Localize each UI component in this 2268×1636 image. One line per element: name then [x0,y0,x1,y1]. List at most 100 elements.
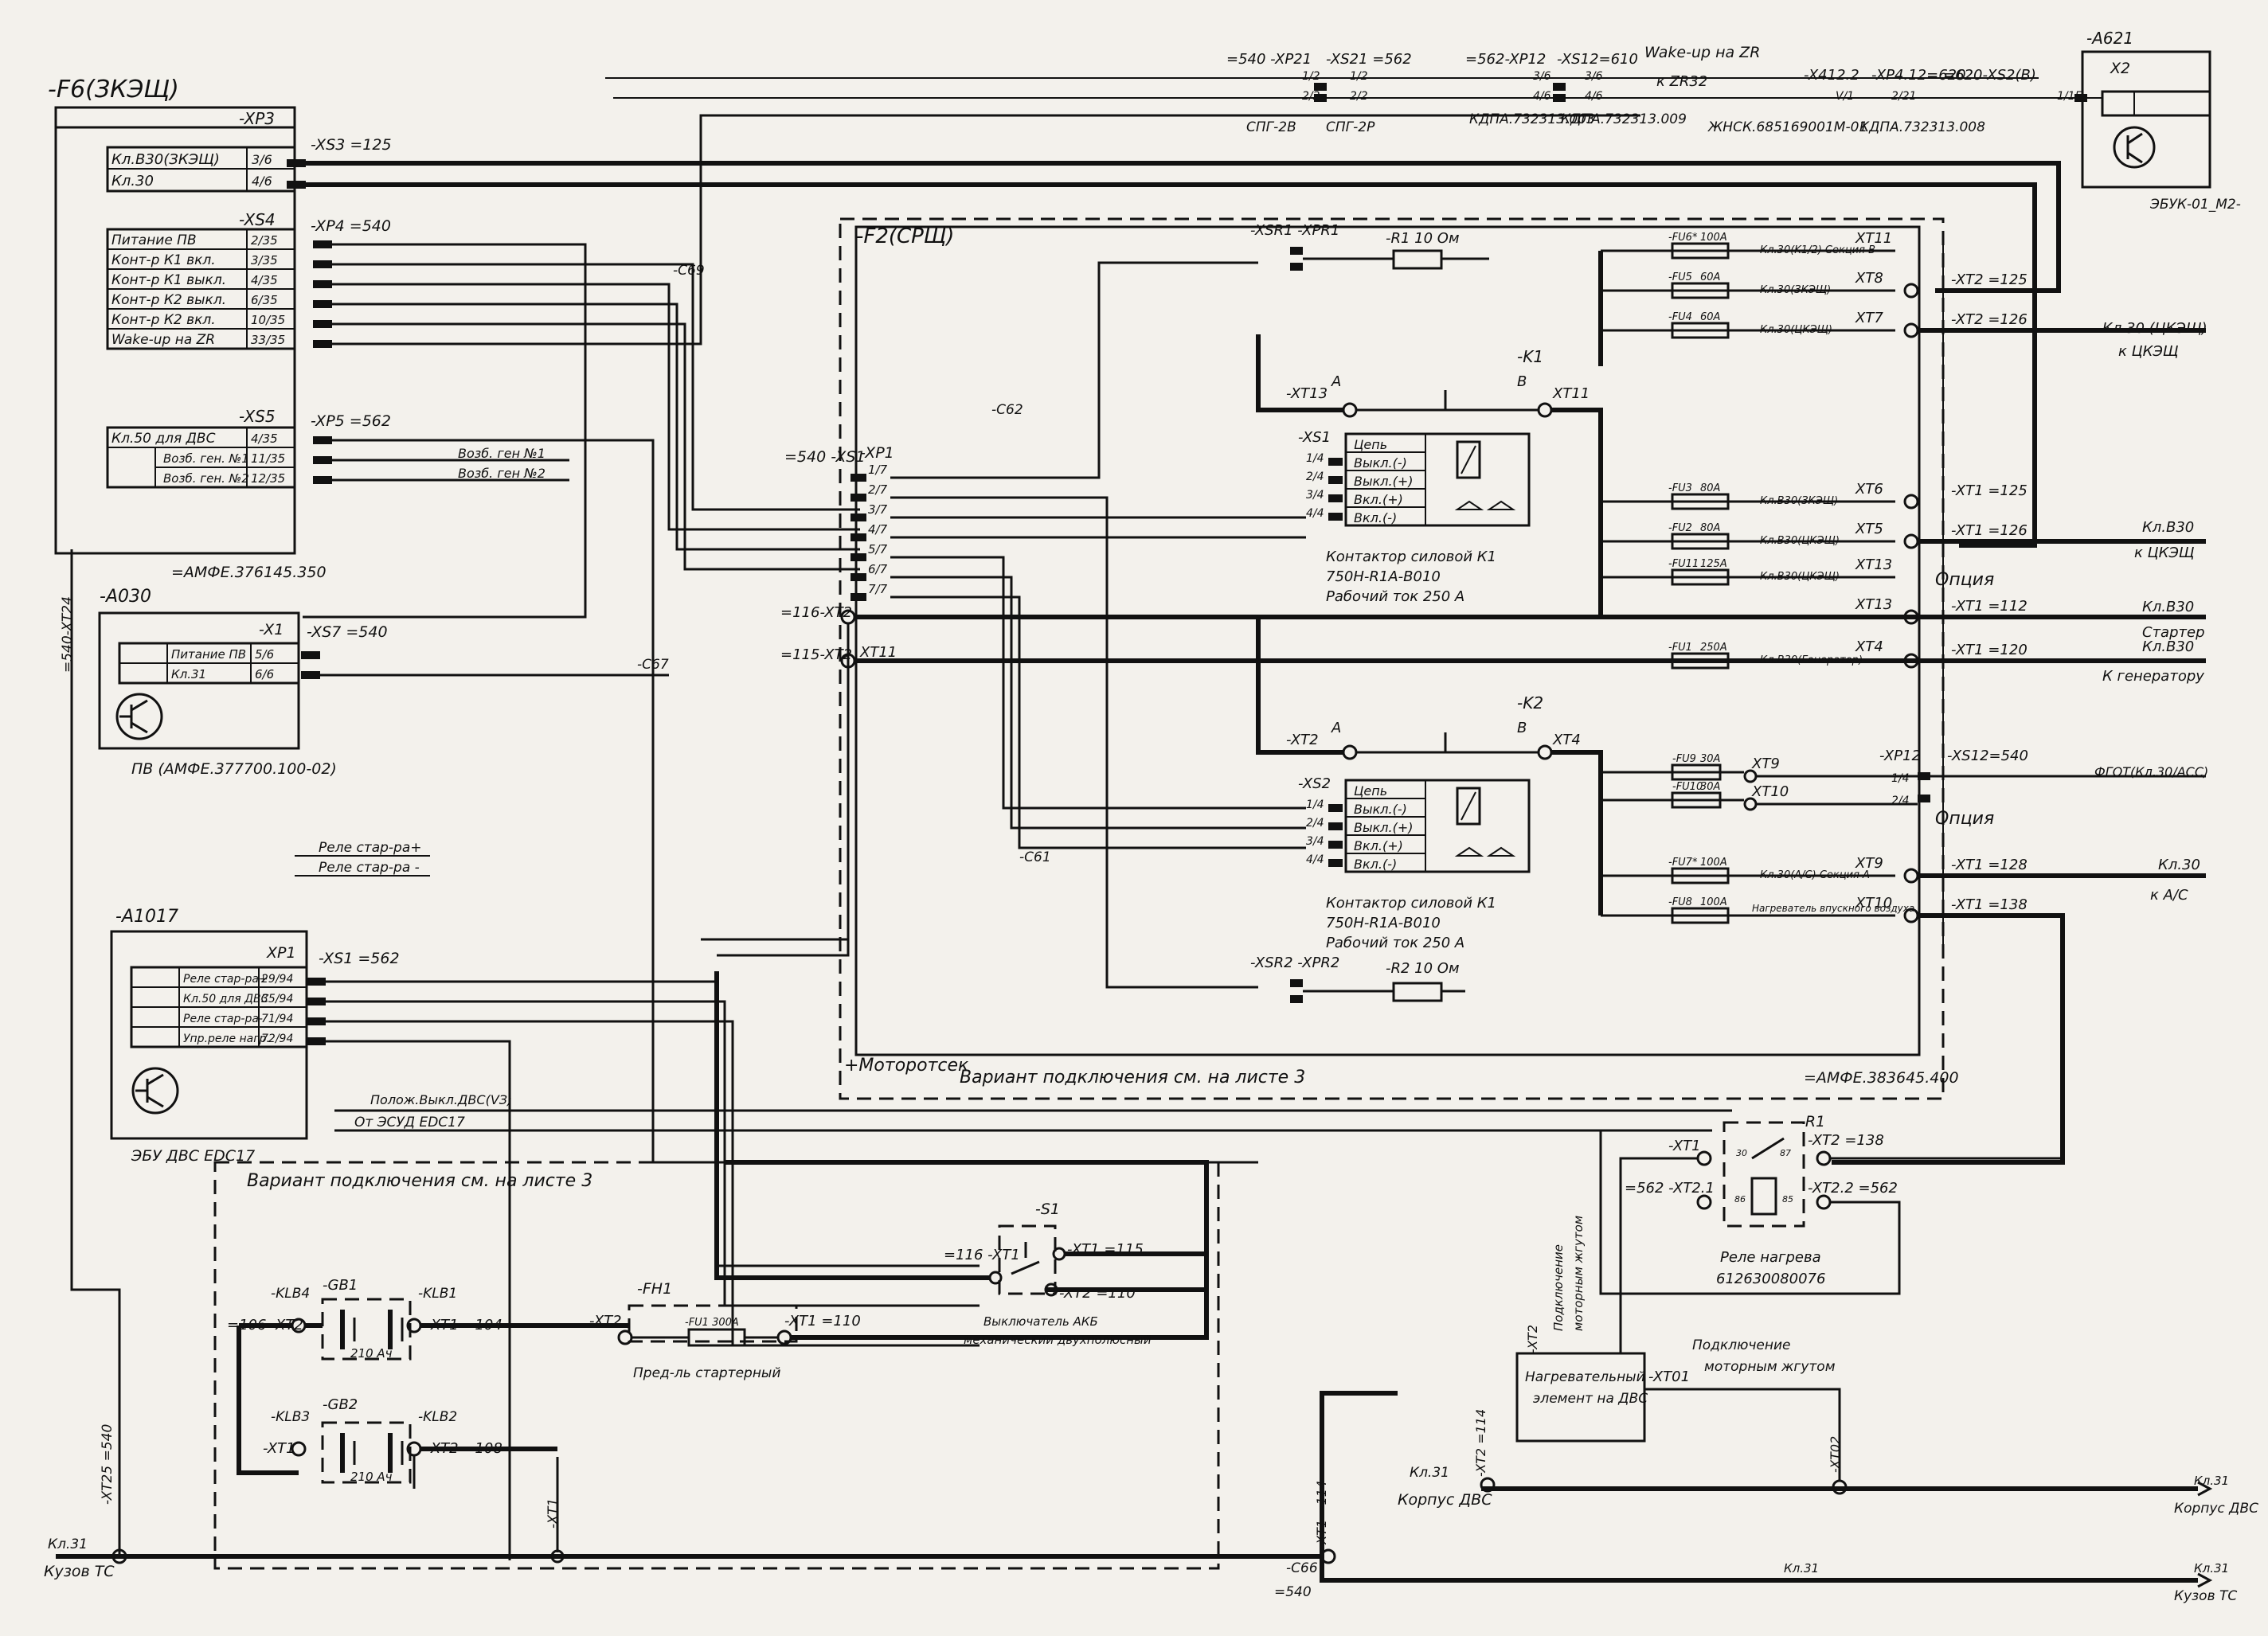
k1-row: Вкл.(-) [1354,510,1397,525]
top-pin: 1/2 [1302,70,1320,83]
f6-xs5-table: Кл.50 для ДВС Возб. ген. №1 Возб. ген. №… [106,426,296,489]
fuse-rating: 250А [1700,642,1727,654]
top-pin: V/1 [1836,90,1854,103]
k1-b: B [1517,373,1527,390]
fuse-id: -FU5 [1668,271,1692,283]
k2-b: B [1517,720,1527,736]
f6-title: -F6(ЗКЭЩ) [48,76,179,103]
k1-pin: 3/4 [1306,489,1324,502]
xp1-pin: 1/7 [868,463,888,477]
fuse-label: Кл.В30(Генератор) [1760,654,1863,666]
relay-starter-plus: Реле стар-ра+ [319,840,421,856]
c67-label: -C67 [637,657,669,673]
output-pin: -XT1 =125 [1951,482,2028,499]
korpus-label: Корпус ДВС [1398,1491,1492,1509]
output-dest: к ЦКЭЩ [2134,545,2195,561]
f6-xs4-pin: 3/35 [251,253,278,267]
fuse-id: -FU9 [1672,753,1696,765]
contactor-k1: -K1 A B -XT13 XT11 -XS1 Цепь Выкл.(-) Вы… [1256,334,1603,617]
xt1-116: =116 -XT1 [944,1247,1020,1263]
xp1-pin: 5/7 [868,542,888,556]
fuse-xt: XT13 [1855,596,1892,613]
k1-pin: 4/4 [1306,507,1324,520]
fuse-column: -FU6* 100А Кл.30(K1/2) Секция В XT11 -FU… [1598,230,1994,947]
f6-xs4-pin: 33/35 [251,333,285,347]
fuse-id: -FU3 [1668,482,1692,494]
fuse-label: Нагреватель впускного воздуха [1752,903,1914,914]
option-label: Опция [1935,809,1994,829]
fuse-id: -FU6* [1668,232,1698,244]
output-terminals: -XT2 =125 -XT2 =126 Кл.30 (ЦКЭЩ) к ЦКЭЩ … [1832,271,2208,1165]
heater-element-line: Нагревательный [1525,1369,1645,1385]
top-conn: =620-XS2(B) [1943,67,2036,84]
k2-desc: 750H-R1A-B010 [1326,915,1441,931]
fuse-caption: Пред-ль стартерный [633,1365,780,1381]
a1017-title: -A1017 [115,907,178,927]
f6-xs4-row: Конт-р К1 вкл. [111,252,216,268]
transistor-icon [131,1067,179,1115]
kl31-left: Кл.31 [48,1536,88,1552]
fuse-xt: XT10 [1855,895,1892,912]
a1017-pin: 35/94 [261,993,293,1005]
a030-x1: -X1 [259,621,284,638]
a621-title: -A621 [2086,29,2133,48]
f6-xp3-row-1: Кл.В30(ЗКЭЩ) [111,151,220,168]
fuse-xt: XT5 [1855,521,1883,537]
k2-xs2: -XS2 [1298,775,1331,792]
k2-pin: 3/4 [1306,835,1324,848]
f6-xs4-pin: 10/35 [251,313,285,327]
a1017-row: Реле стар-ра+ [183,973,268,986]
heater-xt22: -XT2.2 =562 [1808,1180,1898,1197]
top-part: КДПА.732313.009 [1561,111,1687,127]
output-pin: -XT1 =138 [1951,896,2028,913]
heater-relay: -R1 -XT1 -XT2 =138 =562 -XT2.1 -XT2.2 =5… [1515,1113,2063,1481]
output-dest: Стартер [2142,624,2205,641]
fuse-row: -FU3 80А Кл.В30(ЗКЭЩ) XT6 [1601,481,1895,510]
output-pin: -XS12=540 [1947,748,2028,764]
relay-pin: 87 [1780,1148,1791,1158]
output-label: Кл.В30 [2142,599,2194,615]
a1017-pin: 72/94 [261,1033,293,1045]
fuse-id: -FU2 [1668,522,1692,534]
fuse-id: -FU8 [1668,896,1692,908]
heater-xt1: -XT1 [1668,1138,1701,1154]
k2-desc: Контактор силовой К1 [1326,895,1496,912]
xp1-pin: 2/7 [868,482,888,497]
battery-switch[interactable] [998,1224,1057,1295]
k1-desc: 750H-R1A-B010 [1326,568,1441,585]
xp12-pin: 1/4 [1891,772,1910,785]
xp1-pin: 4/7 [868,522,888,537]
output-label: Кл.30 [2158,857,2200,873]
fuse-label: Кл.В30(ЦКЭЩ) [1760,535,1840,547]
top-pin: 3/6 [1533,70,1551,83]
k1-row: Вкл.(+) [1354,492,1403,507]
a030-row: Кл.31 [171,667,206,681]
fuse-xt: XT13 [1855,556,1892,573]
f6-xs4-pin: 6/35 [251,293,278,307]
xp5-label: -XP5 =562 [311,412,391,430]
a621-x2: X2 [2110,60,2130,77]
c69-label: -C69 [673,263,705,279]
f6-xs4-pin: 4/35 [251,273,278,287]
top-conn: =540 -XP21 [1226,51,1312,68]
f2-motor: +Моторотсек [844,1056,969,1076]
f2-title: -F2(СРЩ) [856,225,954,248]
k2-a: A [1331,720,1341,736]
f6-xs4-row: Wake-up на ZR [111,332,215,348]
fuse-rating: 125А [1700,558,1727,570]
a030-caption: ПВ (АМФЕ.377700.100-02) [131,760,337,778]
klb2-label: -KLB2 [418,1409,457,1425]
heater-conn1: Подключение [1551,1244,1566,1331]
xt2-114: -XT2 =114 [1473,1409,1488,1477]
relay-pin: 85 [1782,1194,1793,1205]
fuse-xt: XT10 [1751,783,1789,800]
fuse-id: -FU10 [1672,781,1703,793]
fuse-row: -FU5 60А Кл.30(ЗКЭЩ) XT8 [1601,270,1895,299]
fuse-row: -FU11 125А Кл.В30(ЦКЭЩ) XT13 [1601,556,1895,586]
k1-desc: Рабочий ток 250 А [1326,588,1464,605]
top-pin: 4/6 [1585,90,1603,103]
fuse-row: -FU4 60А Кл.30(ЦКЭЩ) XT7 [1601,310,1895,339]
fuse-xt: XT7 [1855,310,1883,326]
fuse-xt: XT9 [1855,855,1883,872]
klb4-label: -KLB4 [271,1286,310,1302]
